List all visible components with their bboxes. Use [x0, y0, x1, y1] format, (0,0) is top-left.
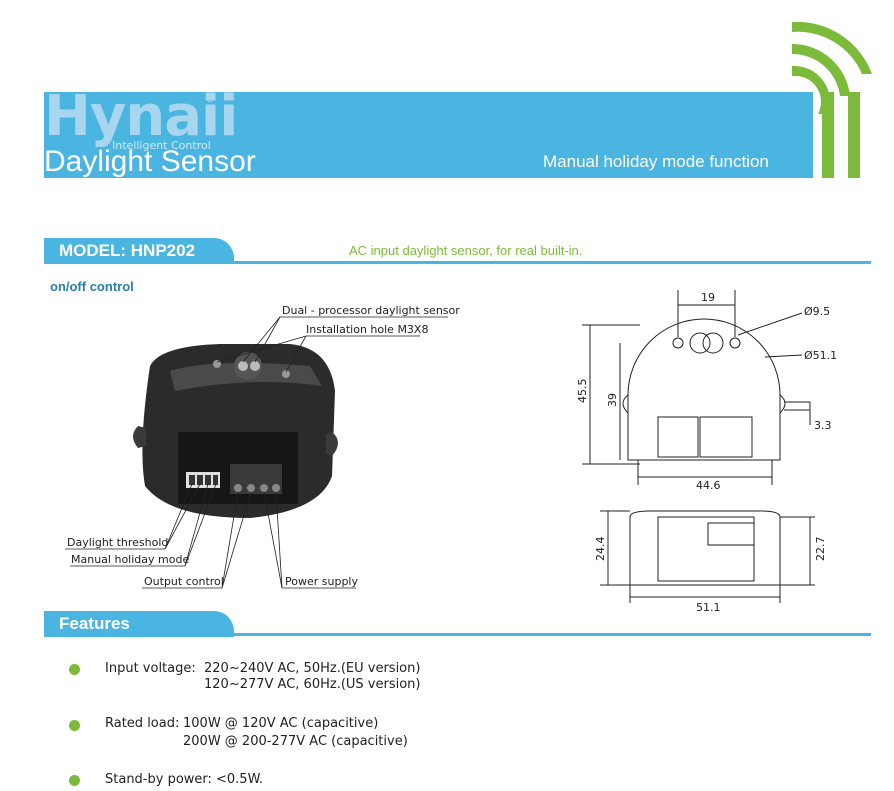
feature-value: 120~277V AC, 60Hz.(US version): [204, 677, 421, 692]
bullet-icon: [69, 664, 80, 675]
features-tab: Features: [44, 611, 234, 637]
feature-label: Input voltage:: [105, 661, 196, 676]
dim-side-width: 51.1: [696, 601, 721, 614]
brand-logo: Hynaii: [44, 84, 238, 149]
dim-side-height-right: 22.7: [814, 537, 827, 562]
model-description: AC input daylight sensor, for real built…: [349, 243, 583, 258]
signal-logo-icon: [792, 21, 872, 178]
header-band: [44, 92, 813, 178]
dim-height-inner: 39: [606, 393, 619, 407]
product-title: Daylight Sensor: [44, 145, 256, 178]
feature-value: <0.5W.: [216, 772, 264, 787]
callout-hole: Installation hole M3X8: [306, 323, 428, 336]
feature-label: Stand-by power:: [105, 772, 212, 787]
dim-height-outer: 45.5: [576, 379, 589, 404]
device-illustration: Dual - processor daylight sensor Install…: [65, 304, 460, 589]
callout-threshold: Daylight threshold: [67, 536, 168, 549]
control-mode-label: on/off control: [50, 279, 134, 294]
dim-side-height-left: 24.4: [594, 537, 607, 562]
feature-value: 220~240V AC, 50Hz.(EU version): [204, 661, 421, 676]
dimension-drawing: 19 Ø9.5 Ø51.1 45.5 39 3.3 44.6 24.4 22.7…: [576, 290, 837, 614]
callout-power: Power supply: [285, 575, 358, 588]
feature-value: 100W @ 120V AC (capacitive): [183, 716, 379, 731]
dim-top-width: 19: [701, 291, 715, 304]
callout-holiday: Manual holiday mode: [71, 553, 189, 566]
callout-sensor: Dual - processor daylight sensor: [282, 304, 460, 317]
registered-mark: ®: [205, 92, 216, 105]
section-divider: [44, 261, 871, 264]
callout-output: Output control: [144, 575, 224, 588]
header-subtitle: Manual holiday mode function: [543, 152, 769, 171]
dim-width-base: 44.6: [696, 479, 721, 492]
feature-label: Rated load:: [105, 716, 180, 731]
dim-body-diameter: Ø51.1: [804, 349, 837, 362]
section-divider: [44, 633, 871, 636]
dim-hole-diameter: Ø9.5: [804, 305, 830, 318]
dim-slot: 3.3: [814, 419, 832, 432]
brand-tagline: Intelligent Control: [112, 139, 211, 152]
feature-value: 200W @ 200-277V AC (capacitive): [183, 734, 408, 749]
bullet-icon: [69, 775, 80, 786]
bullet-icon: [69, 720, 80, 731]
model-tab: MODEL: HNP202: [44, 238, 234, 264]
